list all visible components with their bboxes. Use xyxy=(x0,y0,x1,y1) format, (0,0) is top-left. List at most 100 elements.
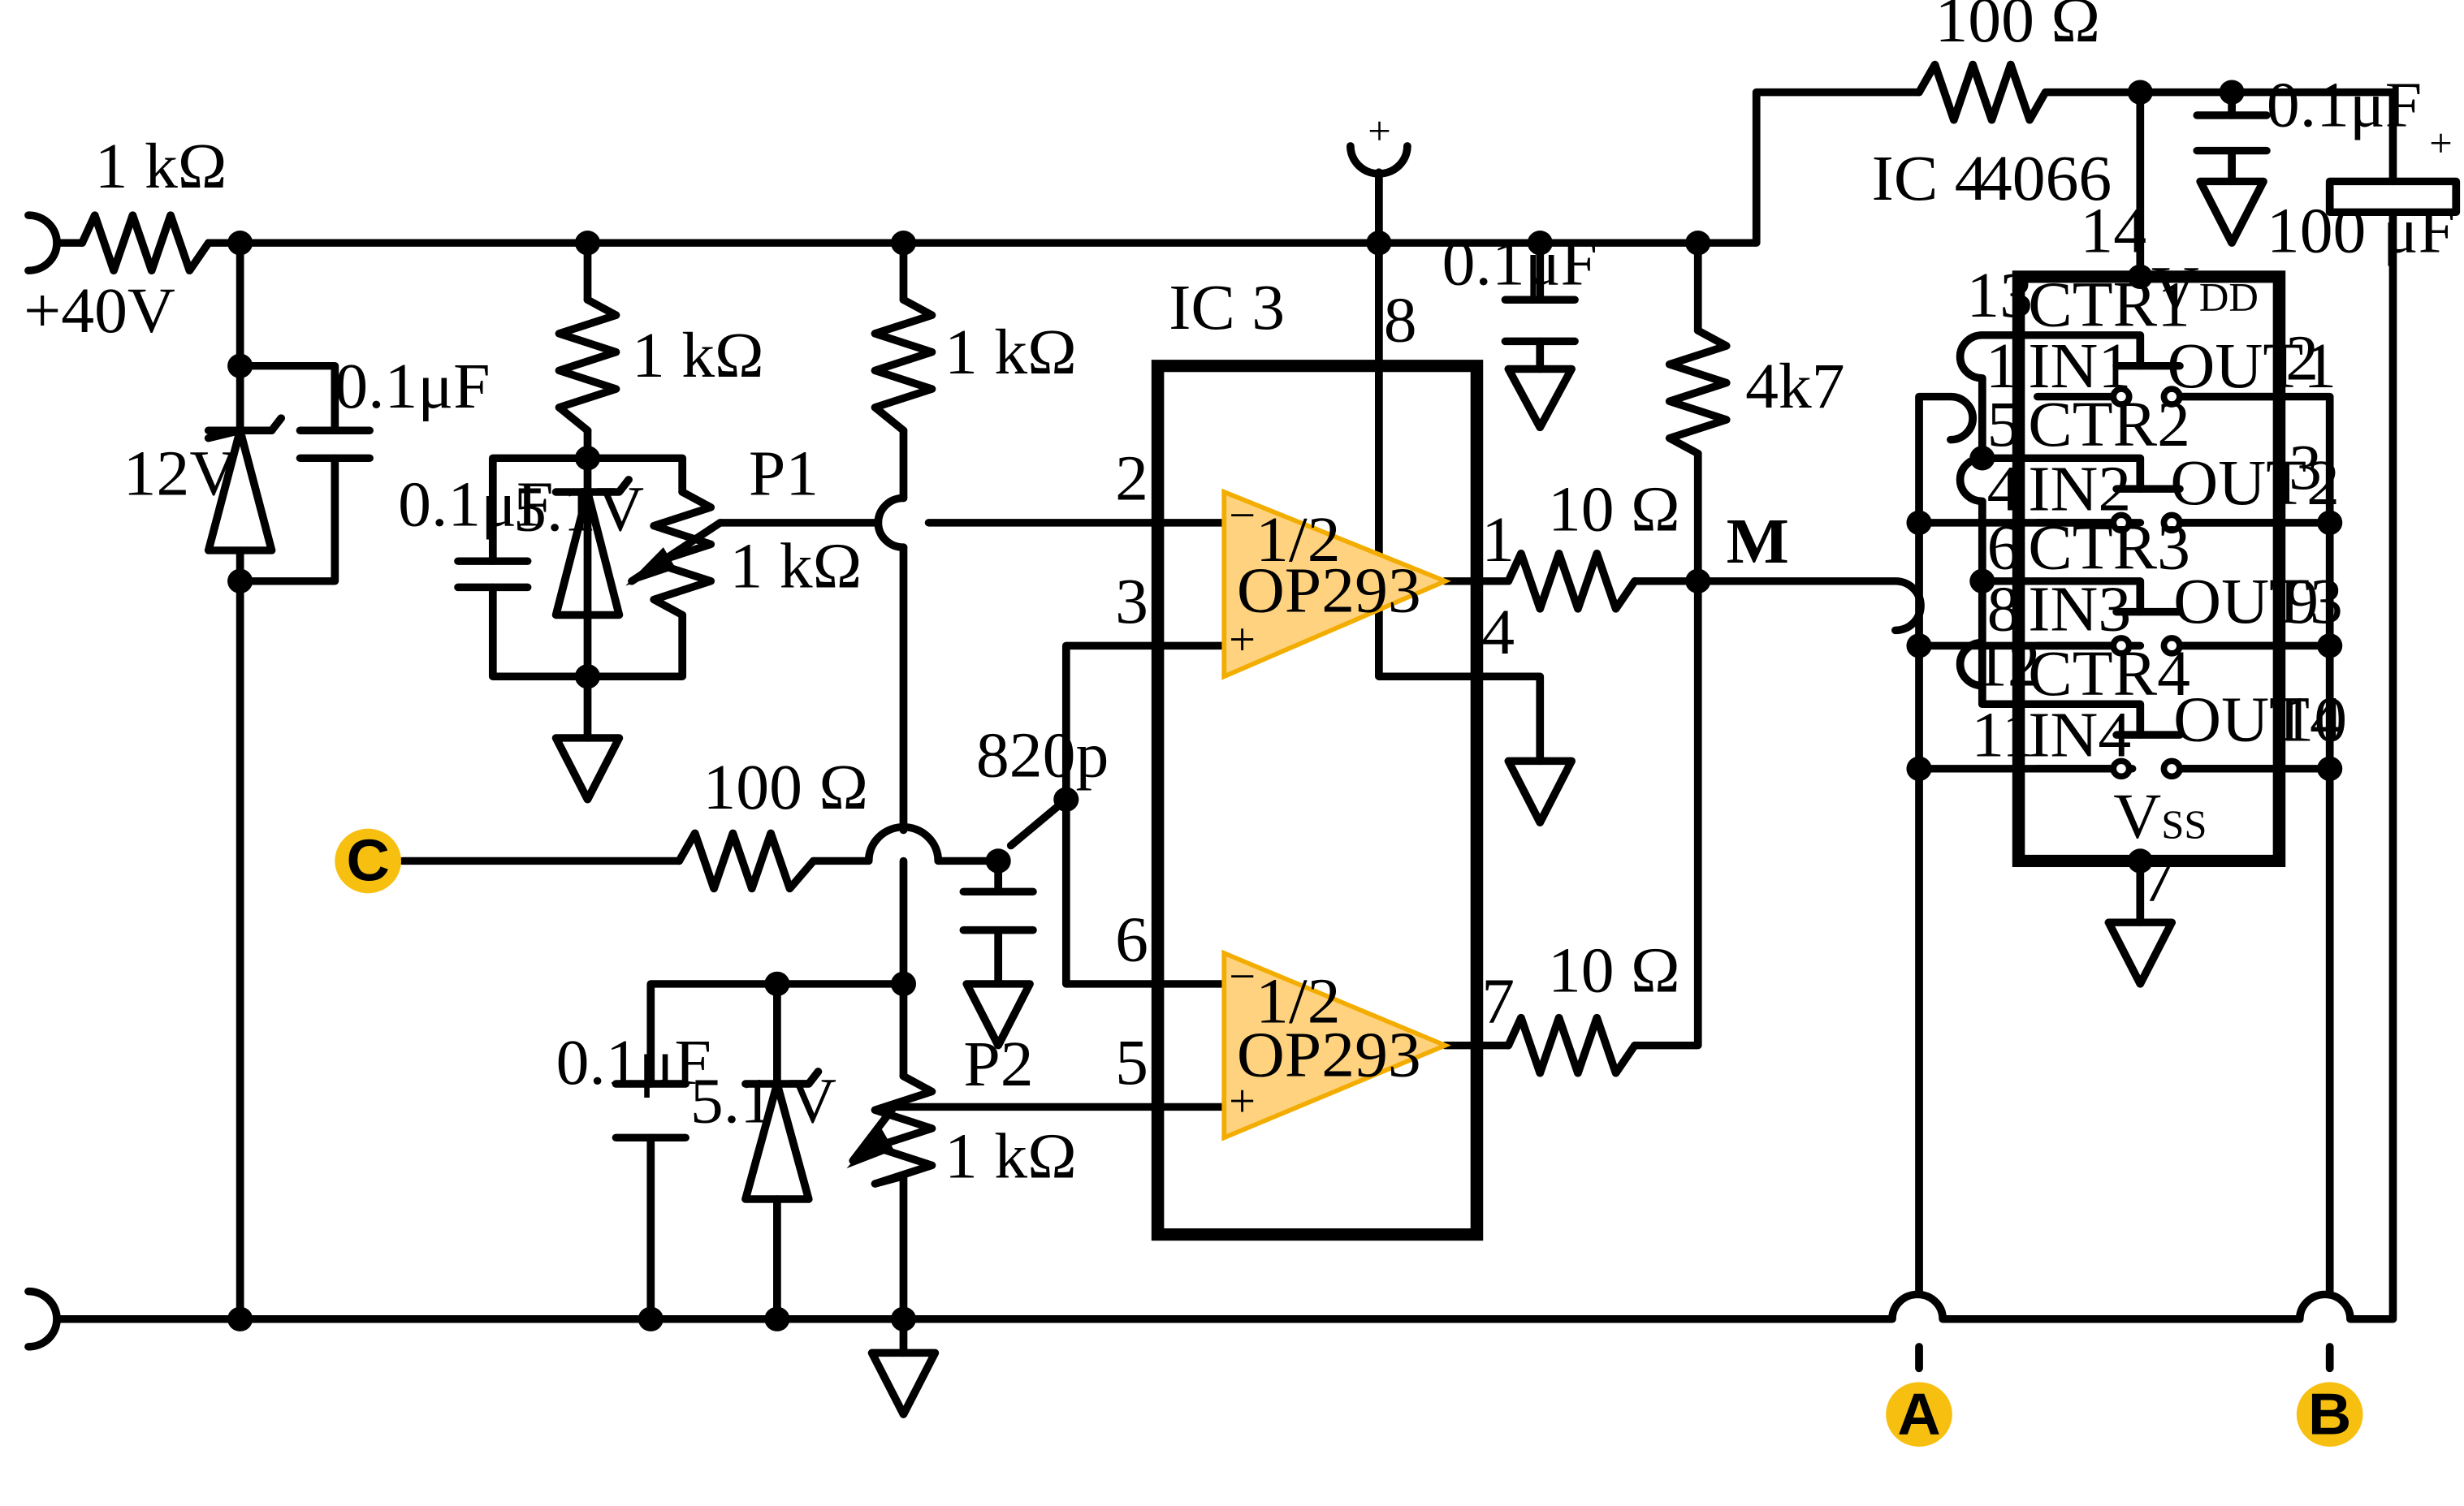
label-vss: VSS xyxy=(2113,781,2207,852)
ic4-pin-name: IN4 xyxy=(2028,700,2131,771)
cap-100u xyxy=(2325,177,2461,217)
ic4-pin-name: OUT2 xyxy=(2170,447,2340,519)
ic4-pin-name: CTR1 xyxy=(2028,269,2190,340)
label-cap-plus: + xyxy=(2429,122,2453,166)
label-pin1: 1 xyxy=(1481,504,1515,576)
ground-5 xyxy=(867,1348,940,1418)
resistors xyxy=(78,60,2050,1188)
resistor-r2 xyxy=(555,296,620,434)
resistor-p2 xyxy=(871,1072,936,1188)
resistor-r1 xyxy=(78,211,213,275)
ic4-pin-num: 5 xyxy=(1987,389,2021,460)
cap-c3 xyxy=(1501,296,1579,346)
label-r10-a: 10 Ω xyxy=(1548,473,1680,545)
terminal-c[interactable]: C xyxy=(335,828,401,893)
supply-arc xyxy=(1347,142,1411,178)
resistor-r3 xyxy=(871,296,936,434)
svg-text:B: B xyxy=(2308,1382,2351,1447)
ic4-pin-num: 13 xyxy=(1966,260,2033,331)
label-r-100-top: 100 Ω xyxy=(1934,0,2100,56)
cap-c5 xyxy=(612,1080,689,1142)
component-labels: 1 kΩ +40V 0.1μF 12V 1 kΩ 0.1μF 5.1V P1 1… xyxy=(24,0,2455,1192)
resistor-10-b xyxy=(1504,1013,1639,1077)
wiper-p1-arrow xyxy=(625,547,677,586)
ground-6 xyxy=(2196,177,2267,247)
label-820p: 820p xyxy=(976,719,1109,791)
ground-4 xyxy=(962,980,1034,1050)
ic3-box xyxy=(1151,360,1484,1241)
zener-12v-bar xyxy=(204,414,286,442)
label-4k7: 4k7 xyxy=(1745,351,1845,422)
ic4-pin-labels: 13 CTR1 1 IN1 5 CTR2 4 IN2 6 CTR3 8 IN3 … xyxy=(1966,260,2347,770)
opamp-bottom-plus: + xyxy=(1229,1076,1256,1126)
label-pin7-ic4: 7 xyxy=(2142,844,2175,916)
label-p2: P2 xyxy=(963,1029,1033,1100)
ic4-pin-name: CTR4 xyxy=(2028,638,2190,710)
cap-c4 xyxy=(2193,111,2271,155)
label-c1: 0.1μF xyxy=(335,351,490,422)
opamp-bottom-minus: − xyxy=(1229,951,1256,1002)
label-ic3: IC 3 xyxy=(1169,272,1285,343)
terminal-b[interactable]: B xyxy=(2296,1382,2363,1447)
ic4-pin-num: 10 xyxy=(2280,684,2347,756)
cap-c1 xyxy=(296,426,374,463)
resistor-100-top xyxy=(1915,60,2050,124)
label-pin14: 14 xyxy=(2080,196,2146,267)
ground-7 xyxy=(2104,918,2177,988)
ground-3 xyxy=(1504,757,1576,826)
ic4-pin-name: IN1 xyxy=(2028,330,2131,402)
ic4-pin-name: OUT1 xyxy=(2167,330,2336,402)
svg-text:C: C xyxy=(346,828,389,893)
zener-5v1-b xyxy=(741,1068,823,1203)
label-pin6: 6 xyxy=(1115,904,1148,975)
label-z2: 5.1V xyxy=(513,473,644,545)
ic4-pin-name: CTR2 xyxy=(2028,389,2190,460)
wiper-p2 xyxy=(849,1103,898,1165)
label-ic4-part: 4066 xyxy=(1979,143,2112,214)
ic4-pin-num: 2 xyxy=(2285,323,2319,395)
label-p2-r: 1 kΩ xyxy=(945,1120,1077,1192)
label-z3: 5.1 V xyxy=(690,1065,836,1137)
ic4-pin-name: IN2 xyxy=(2028,454,2131,525)
ic4-pin-name: OUT3 xyxy=(2173,566,2343,637)
label-r3: 1 kΩ xyxy=(945,317,1077,388)
zener-5v1-a xyxy=(551,476,633,619)
ic4-pin-name: OUT4 xyxy=(2173,684,2343,756)
terminal-a[interactable]: A xyxy=(1886,1382,1952,1447)
label-p1: P1 xyxy=(749,438,819,510)
label-r-in: 1 kΩ xyxy=(95,131,227,202)
label-r-100-c: 100 Ω xyxy=(702,752,868,823)
grounds xyxy=(551,177,2267,1418)
opamp-bottom-label-2: OP293 xyxy=(1237,1020,1421,1091)
ic4-pin-num: 3 xyxy=(2289,432,2322,503)
ic4-switches xyxy=(2034,361,2279,780)
ic4-pin-num: 11 xyxy=(1971,700,2035,771)
label-z1: 12V xyxy=(123,438,238,510)
wiper-p2-arrow xyxy=(846,1128,894,1169)
label-pin7: 7 xyxy=(1481,965,1515,1037)
ic4-pin-num: 8 xyxy=(1987,573,2021,645)
zener-diodes xyxy=(204,414,823,1203)
label-c-100u: 100 μF xyxy=(2267,196,2455,267)
label-pin2: 2 xyxy=(1115,442,1148,514)
label-plus-rail: + xyxy=(1368,110,1391,153)
opamp-bottom xyxy=(1221,949,1451,1141)
label-c4: 0.1μF xyxy=(2267,69,2422,140)
label-p1-r: 1 kΩ xyxy=(730,530,862,602)
cap-c2 xyxy=(454,557,532,592)
opamp-top-plus: + xyxy=(1229,615,1256,665)
ic4-pin-num: 9 xyxy=(2285,566,2319,637)
cap-820p xyxy=(959,887,1037,934)
ic4-pin-num: 4 xyxy=(1987,454,2021,525)
label-supply: +40V xyxy=(24,275,175,347)
label-pin4: 4 xyxy=(1481,597,1515,668)
opamp-top xyxy=(1221,488,1451,680)
ic4-pin-name: IN3 xyxy=(2028,573,2131,645)
label-c2: 0.1μF xyxy=(398,469,553,541)
label-ic4: IC 4 xyxy=(1872,143,1988,214)
ground-1 xyxy=(551,734,624,804)
opamp-top-label-1: 1/2 xyxy=(1256,504,1340,576)
resistor-10-a xyxy=(1504,549,1639,613)
resistor-100-c xyxy=(675,829,818,893)
